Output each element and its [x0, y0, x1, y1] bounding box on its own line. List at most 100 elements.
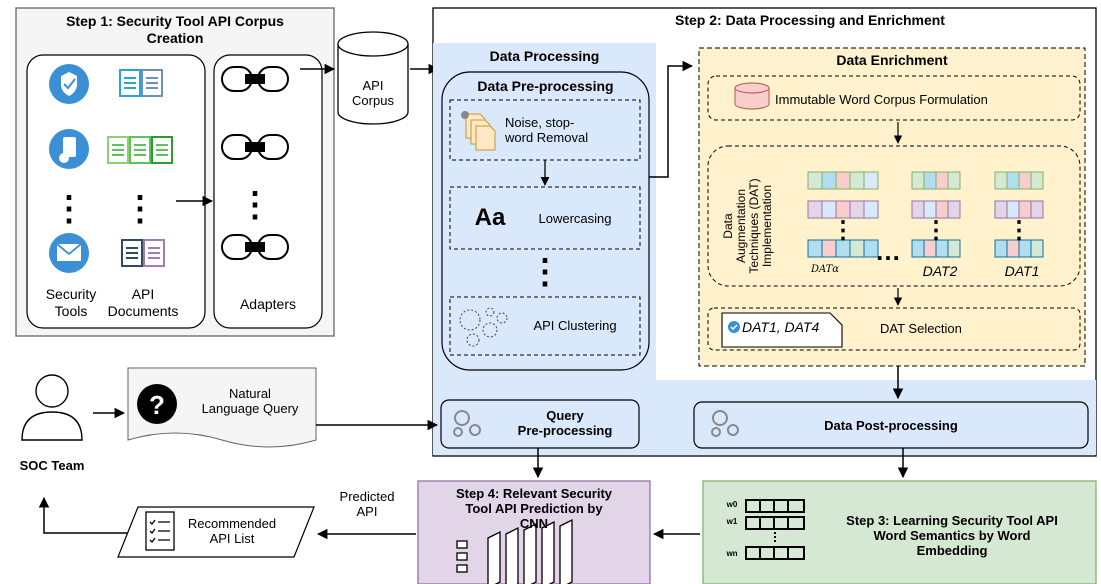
- dat-vector-cell: [947, 200, 961, 219]
- word-embedding-icon: [745, 499, 805, 560]
- natural-language-query-doc: [127, 367, 317, 448]
- query-preprocessing-box: [440, 399, 640, 449]
- data-preprocessing-title: Data Pre-processing: [477, 78, 614, 94]
- selected-dat-note: [721, 312, 843, 348]
- dat-vector-cell: [835, 171, 851, 190]
- immutable-corpus-label: Immutable Word Corpus Formulation: [775, 92, 988, 107]
- dat-vector-cell: [863, 200, 879, 219]
- dat-vector-cell: [835, 200, 851, 219]
- dat-vector-sets: ⋮ ⋮ ⋮: [807, 171, 1044, 258]
- natural-language-query-label: Natural Language Query: [201, 386, 299, 416]
- lowercasing-box: [449, 186, 641, 250]
- api-documents-label: API Documents: [107, 286, 179, 319]
- preprocessing-ellipsis: ⋮: [528, 253, 562, 291]
- dat-implementation-box: [707, 145, 1081, 287]
- step3-box: [702, 480, 1097, 584]
- lowercasing-label: Lowercasing: [538, 211, 612, 226]
- dat-vector-cell: [935, 171, 949, 190]
- api-corpus-cylinder-icon: [337, 31, 409, 125]
- tools-ellipsis: ⋮: [52, 190, 86, 228]
- soc-team-label: SOC Team: [19, 458, 85, 473]
- dat-1-label: DAT1: [1004, 263, 1040, 279]
- adapters-ellipsis: ⋮: [238, 186, 272, 224]
- dat-vector-cell: [994, 200, 1008, 219]
- dat-vector-cell: [923, 200, 937, 219]
- processing-to-enrichment-arrow: [649, 60, 694, 178]
- dark-documents-icon: [121, 239, 165, 267]
- dat-vector-cell: [935, 200, 949, 219]
- dat-vector-cell: [1018, 171, 1032, 190]
- dat-vector-cell: [821, 200, 837, 219]
- predicted-api-label: Predicted API: [339, 489, 395, 519]
- dat-vertical-ellipsis: ⋮: [831, 217, 855, 244]
- dat-vertical-ellipsis: ⋮: [924, 217, 948, 244]
- dat-vector-cell: [1030, 239, 1044, 258]
- dat-vector-cell: [821, 171, 837, 190]
- dat-vector-cell: [994, 171, 1008, 190]
- mobile-tool-icon: [49, 129, 89, 169]
- clustering-icon: [459, 307, 508, 347]
- word-label-wn: wn: [726, 549, 738, 558]
- user-icon: [21, 374, 83, 441]
- word-label-w0: w0: [726, 500, 738, 509]
- dat-vector-cell: [911, 171, 925, 190]
- dat-vector-cell: [849, 200, 865, 219]
- dat-vector-cell: [1018, 200, 1032, 219]
- question-icon: [137, 384, 177, 424]
- adapters-label: Adapters: [239, 296, 297, 312]
- dat-selection-box: [707, 307, 1081, 351]
- lowercasing-glyph: Aa: [474, 204, 506, 231]
- dat-vector-cell: [863, 239, 879, 258]
- step3-title: Step 3: Learning Security Tool API Word …: [846, 513, 1058, 558]
- step1-title: Step 1: Security Tool API Corpus Creatio…: [66, 13, 284, 46]
- api-clustering-label: API Clustering: [533, 318, 617, 333]
- blue-documents-icon: [119, 69, 163, 97]
- dat-vector-cell: [849, 171, 865, 190]
- dat-vector-cell: [807, 239, 823, 258]
- dat-alpha-label: DATα: [810, 264, 840, 275]
- dat-vertical-label: Data Augmentation Techniques (DAT) Imple…: [721, 178, 774, 274]
- dat-vector-cell: [1030, 200, 1044, 219]
- gears-icon: [453, 410, 739, 437]
- green-documents-icon: [107, 136, 173, 164]
- word-label-w1: w1: [726, 517, 738, 526]
- step2-title: Step 2: Data Processing and Enrichment: [675, 12, 945, 28]
- data-postprocessing-box: [693, 401, 1089, 449]
- cnn-icon: [456, 518, 573, 584]
- dat-vertical-ellipsis: ⋮: [1007, 217, 1031, 244]
- security-tools-label: Security Tools: [45, 286, 97, 319]
- dat-vector-cell: [807, 200, 823, 219]
- api-corpus-label: API Corpus: [352, 78, 394, 108]
- dat-horizontal-ellipsis: …: [875, 236, 901, 266]
- dat-vector-cell: [911, 200, 925, 219]
- dat-vector-cell: [994, 239, 1008, 258]
- dat-2-label: DAT2: [922, 263, 958, 279]
- dat-vector-cell: [807, 171, 823, 190]
- query-preprocessing-label: Query Pre-processing: [517, 408, 613, 438]
- dat-vector-cell: [1030, 171, 1044, 190]
- selected-dat-label: DAT1, DAT4: [742, 319, 820, 335]
- dat-vector-cell: [911, 239, 925, 258]
- dat-vector-cell: [1006, 200, 1020, 219]
- data-enrichment-title: Data Enrichment: [836, 52, 948, 68]
- data-processing-title: Data Processing: [489, 48, 600, 64]
- dat-vector-cell: [947, 239, 961, 258]
- recommended-list-shape: [117, 506, 315, 558]
- list-to-soc-arrow: [38, 496, 127, 534]
- data-postprocessing-label: Data Post-processing: [824, 418, 958, 433]
- step4-title: Step 4: Relevant Security Tool API Predi…: [455, 486, 613, 531]
- checklist-icon: [145, 511, 175, 551]
- database-icon: [734, 82, 770, 110]
- dat-selection-label: DAT Selection: [880, 321, 962, 336]
- shield-tool-icon: [49, 64, 89, 104]
- dat-vector-cell: [947, 171, 961, 190]
- adapter-icons: [221, 66, 289, 260]
- documents-filter-icon: [461, 111, 496, 151]
- recommended-list-label: Recommended API List: [187, 516, 277, 546]
- dat-vector-cell: [863, 171, 879, 190]
- docs-ellipsis: ⋮: [123, 190, 157, 228]
- question-mark-glyph: ?: [149, 390, 165, 420]
- noise-removal-label: Noise, stop- word Removal: [505, 115, 589, 145]
- immutable-corpus-box: [707, 75, 1081, 121]
